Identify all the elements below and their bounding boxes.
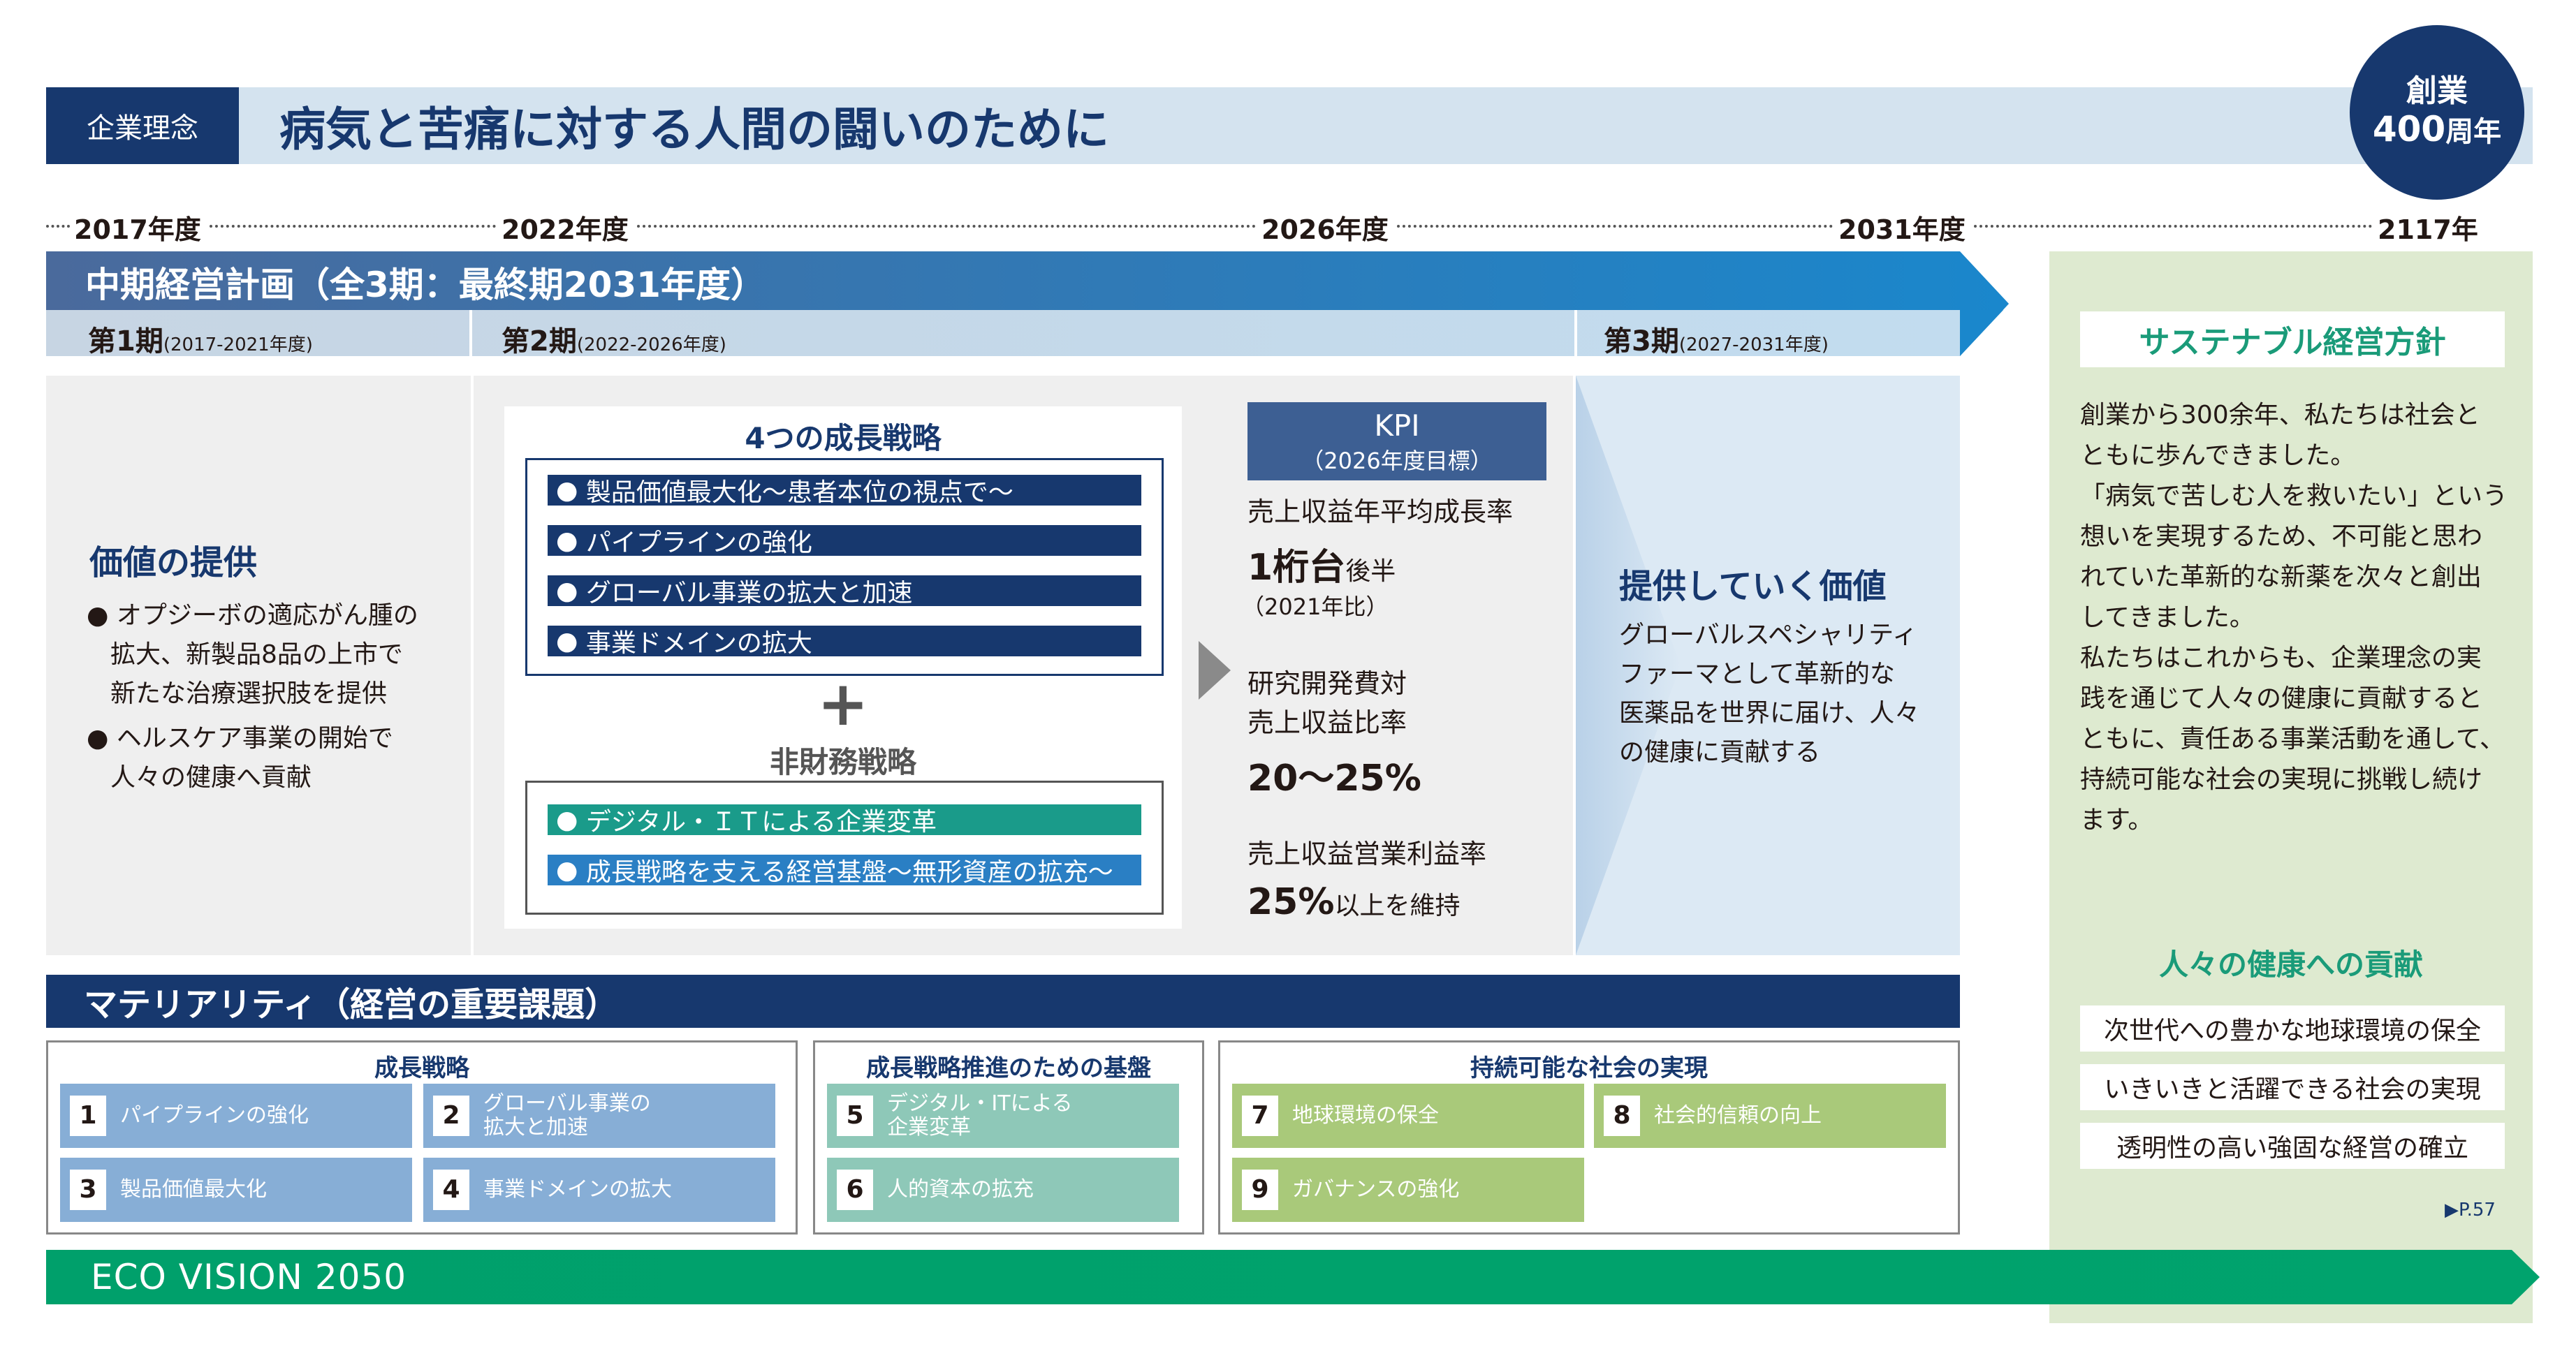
phase1-bullet-2: ● ヘルスケア事業の開始で 人々の健康へ貢献	[87, 724, 393, 792]
pointer-triangle-icon	[1199, 641, 1231, 700]
sustainable-title: サステナブル経営方針	[2080, 311, 2505, 367]
phase2-label: 第2期(2022-2026年度)	[502, 325, 726, 358]
phase1-label: 第1期(2017-2021年度)	[88, 325, 313, 358]
timeline-dots	[1397, 225, 1833, 228]
growth-strategies-frame	[525, 458, 1164, 676]
kpi2-label-1: 研究開発費対	[1247, 668, 1407, 699]
timeline-dots	[1974, 225, 2372, 228]
kpi2-label-2: 売上収益比率	[1247, 707, 1407, 738]
year-2117: 2117年	[2378, 214, 2478, 245]
growth-item: ● パイプラインの強化	[548, 525, 1141, 557]
growth-strategies-title: 4つの成長戦略	[745, 421, 942, 455]
health-contribution-title: 人々の健康への貢献	[2158, 948, 2423, 982]
materiality-title: マテリアリティ（経営の重要課題）	[46, 975, 1960, 1028]
growth-item: ● グローバル事業の拡大と加速	[548, 575, 1141, 607]
growth-item: ● 事業ドメインの拡大	[548, 626, 1141, 658]
kpi1-label: 売上収益年平均成長率	[1247, 496, 1514, 527]
phase3-title: 提供していく価値	[1619, 567, 1887, 606]
growth-item: ● 製品価値最大化～患者本位の視点で～	[548, 475, 1141, 507]
year-2017: 2017年度	[74, 214, 201, 245]
nonfinancial-item: ● デジタル・ＩＴによる企業変革	[548, 804, 1141, 837]
health-item: 次世代への豊かな地球環境の保全	[2080, 1005, 2505, 1052]
timeline-dots	[46, 225, 70, 228]
phase1-panel	[46, 376, 471, 955]
kpi-title: KPI	[1374, 408, 1420, 443]
kpi3-value-line: 25%以上を維持	[1247, 881, 1461, 923]
anniversary-badge: 創業 400周年	[2350, 25, 2524, 200]
timeline-dots	[637, 225, 1256, 228]
kpi1-value-line: 1桁台後半	[1247, 547, 1396, 589]
materiality-group-title: 成長戦略	[374, 1054, 469, 1082]
philosophy-bar	[46, 87, 2533, 164]
materiality-group-title: 持続可能な社会の実現	[1470, 1054, 1708, 1082]
kpi2-value: 20～25%	[1247, 758, 1421, 799]
philosophy-tag: 企業理念	[46, 87, 239, 164]
sustainable-body: 創業から300余年、私たちは社会と ともに歩んできました。 「病気で苦しむ人を救…	[2080, 401, 2508, 834]
year-2031: 2031年度	[1838, 214, 1966, 245]
anniversary-line2: 400周年	[2373, 108, 2501, 150]
kpi-header: KPI （2026年度目標）	[1247, 402, 1546, 480]
year-2022: 2022年度	[502, 214, 629, 245]
plan-arrow	[46, 251, 2009, 356]
kpi-subtitle: （2026年度目標）	[1301, 448, 1493, 474]
eco-vision-arrow	[46, 1250, 2540, 1304]
phase1-title: 価値の提供	[89, 543, 258, 582]
health-item: 透明性の高い強固な経営の確立	[2080, 1123, 2505, 1169]
eco-vision-label: ECO VISION 2050	[91, 1257, 407, 1297]
phase1-bullet-1: ● オプジーボの適応がん腫の 拡大、新製品8品の上市で 新たな治療選択肢を提供	[87, 601, 418, 708]
timeline-dots	[210, 225, 496, 228]
nonfinancial-title: 非財務戦略	[769, 745, 916, 779]
phase3-label: 第3期(2027-2031年度)	[1604, 325, 1829, 358]
anniversary-num: 400	[2372, 109, 2446, 150]
kpi3-label: 売上収益営業利益率	[1247, 839, 1487, 869]
materiality-group-title: 成長戦略推進のための基盤	[866, 1054, 1151, 1082]
philosophy-text: 病気と苦痛に対する人間の闘いのために	[279, 103, 1109, 156]
phase3-chevron	[1576, 376, 1681, 955]
nonfinancial-item: ● 成長戦略を支える経営基盤～無形資産の拡充～	[548, 855, 1141, 887]
page-reference-link[interactable]: ▶P.57	[2445, 1200, 2496, 1221]
health-item: いきいきと活躍できる社会の実現	[2080, 1064, 2505, 1110]
nonfinancial-frame	[525, 781, 1164, 915]
anniversary-line1: 創業	[2406, 73, 2468, 109]
kpi1-note: （2021年比）	[1242, 594, 1389, 620]
plan-title: 中期経営計画（全3期：最終期2031年度）	[85, 265, 766, 305]
plus-icon: +	[817, 668, 869, 739]
anniversary-unit: 周年	[2445, 116, 2502, 149]
phase3-text: グローバルスペシャリティ ファーマとして革新的な 医薬品を世界に届け、人々 の健…	[1619, 621, 1920, 767]
year-2026: 2026年度	[1261, 214, 1389, 245]
